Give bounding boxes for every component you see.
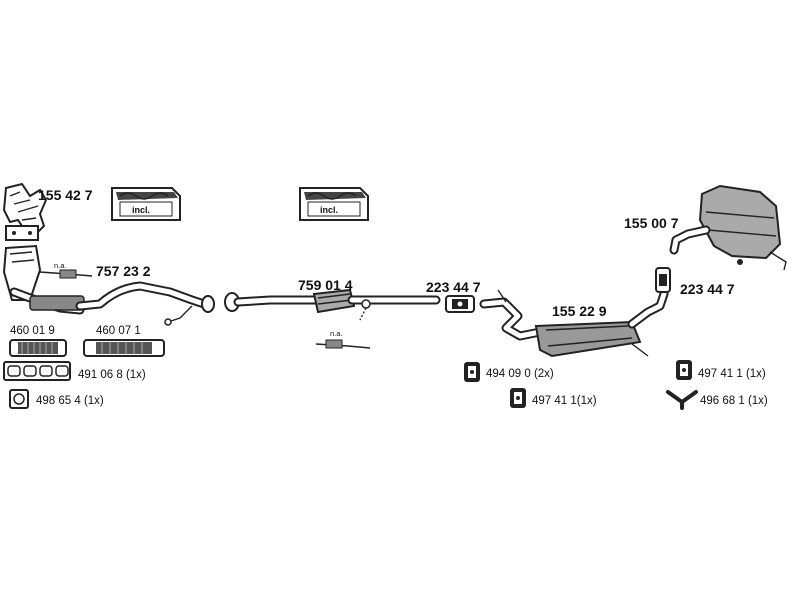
hanger-y-icon (666, 390, 698, 410)
middle-silencer-drawing (479, 289, 669, 358)
incl-box-1: incl. (111, 187, 181, 221)
part-number-flex-1: 460 01 9 (10, 325, 55, 337)
part-number-hanger-y: 496 68 1 (1x) (700, 395, 768, 407)
part-number-rear-silencer: 155 00 7 (624, 215, 679, 231)
front-pipe-drawing (2, 244, 215, 326)
gasket-square-drawing (9, 389, 29, 409)
gasket-manifold-drawing (3, 361, 71, 381)
incl-label-1: incl. (132, 205, 150, 215)
part-number-front-pipe: 757 23 2 (96, 263, 151, 279)
mount-2-icon (510, 388, 526, 408)
part-number-clamp-rear: 223 44 7 (680, 281, 735, 297)
part-number-catalyst: 759 01 4 (298, 277, 353, 293)
part-number-gasket-manifold: 491 06 8 (1x) (78, 369, 146, 381)
part-number-clamp-front: 223 44 7 (426, 279, 481, 295)
part-number-manifold: 155 42 7 (38, 187, 93, 203)
na-label-1: n.a. (54, 261, 67, 270)
flex-pipe-1-drawing (9, 339, 67, 357)
catalyst-drawing (224, 288, 441, 349)
part-number-flex-2: 460 07 1 (96, 325, 141, 337)
clamp-front-drawing (445, 295, 475, 313)
clamp-rear-drawing (655, 267, 671, 293)
mount-3-icon (676, 360, 692, 380)
part-number-middle-silencer: 155 22 9 (552, 303, 607, 319)
mount-1-icon (464, 362, 480, 382)
manifold-drawing (2, 182, 48, 241)
part-number-mount-1: 494 09 0 (2x) (486, 368, 554, 380)
part-number-mount-3: 497 41 1 (1x) (698, 368, 766, 380)
rear-silencer-drawing (669, 184, 787, 271)
na-label-2: n.a. (330, 329, 343, 338)
part-number-mount-2: 497 41 1(1x) (532, 395, 597, 407)
incl-box-2: incl. (299, 187, 369, 221)
incl-label-2: incl. (320, 205, 338, 215)
flex-pipe-2-drawing (83, 339, 165, 357)
part-number-gasket-square: 498 65 4 (1x) (36, 395, 104, 407)
